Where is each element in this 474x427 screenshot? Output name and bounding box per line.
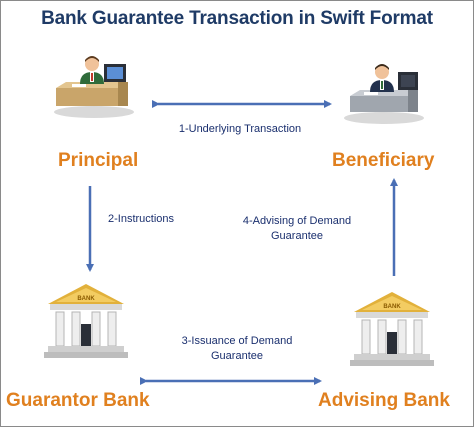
step-4-label: 4-Advising of Demand Guarantee	[232, 214, 362, 244]
step-3-label: 3-Issuance of Demand Guarantee	[162, 334, 312, 364]
beneficiary-label: Beneficiary	[332, 150, 435, 171]
step-3-line1: 3-Issuance of Demand	[181, 335, 293, 347]
person-at-desk-icon	[344, 64, 424, 124]
principal-label: Principal	[58, 150, 139, 171]
step-3-line2: Guarantee	[211, 350, 263, 362]
advising-bank-label: Advising Bank	[318, 390, 450, 411]
guarantor-bank-label: Guarantor Bank	[6, 390, 150, 411]
step-4-line2: Guarantee	[271, 230, 323, 242]
bank-building-icon: BANK	[350, 292, 434, 366]
step-4-line1: 4-Advising of Demand	[242, 215, 352, 227]
step-2-label: 2-Instructions	[108, 213, 175, 225]
person-at-desk-icon	[54, 56, 134, 118]
step-1-label: 1-Underlying Transaction	[178, 123, 302, 135]
bank-sign-guarantor: BANK	[77, 296, 95, 302]
bank-building-icon: BANK	[44, 284, 128, 358]
bank-sign-advising: BANK	[383, 304, 401, 310]
diagram-title: Bank Guarantee Transaction in Swift Form…	[41, 8, 433, 29]
